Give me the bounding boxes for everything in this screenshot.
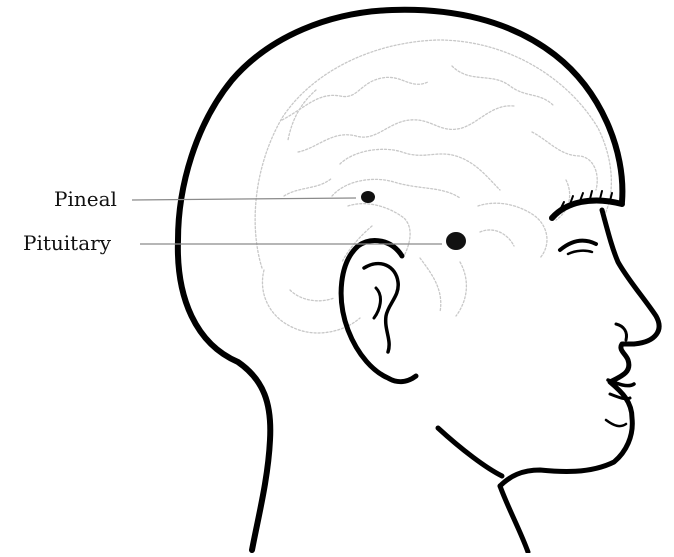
head-outline [178, 10, 659, 552]
pineal-leader-line [132, 198, 356, 200]
pineal-label: Pineal [54, 189, 117, 209]
pituitary-label: Pituitary [23, 233, 111, 253]
brain-sketch [255, 40, 611, 333]
pineal-gland-marker [361, 191, 375, 203]
pituitary-gland-marker [446, 232, 466, 250]
